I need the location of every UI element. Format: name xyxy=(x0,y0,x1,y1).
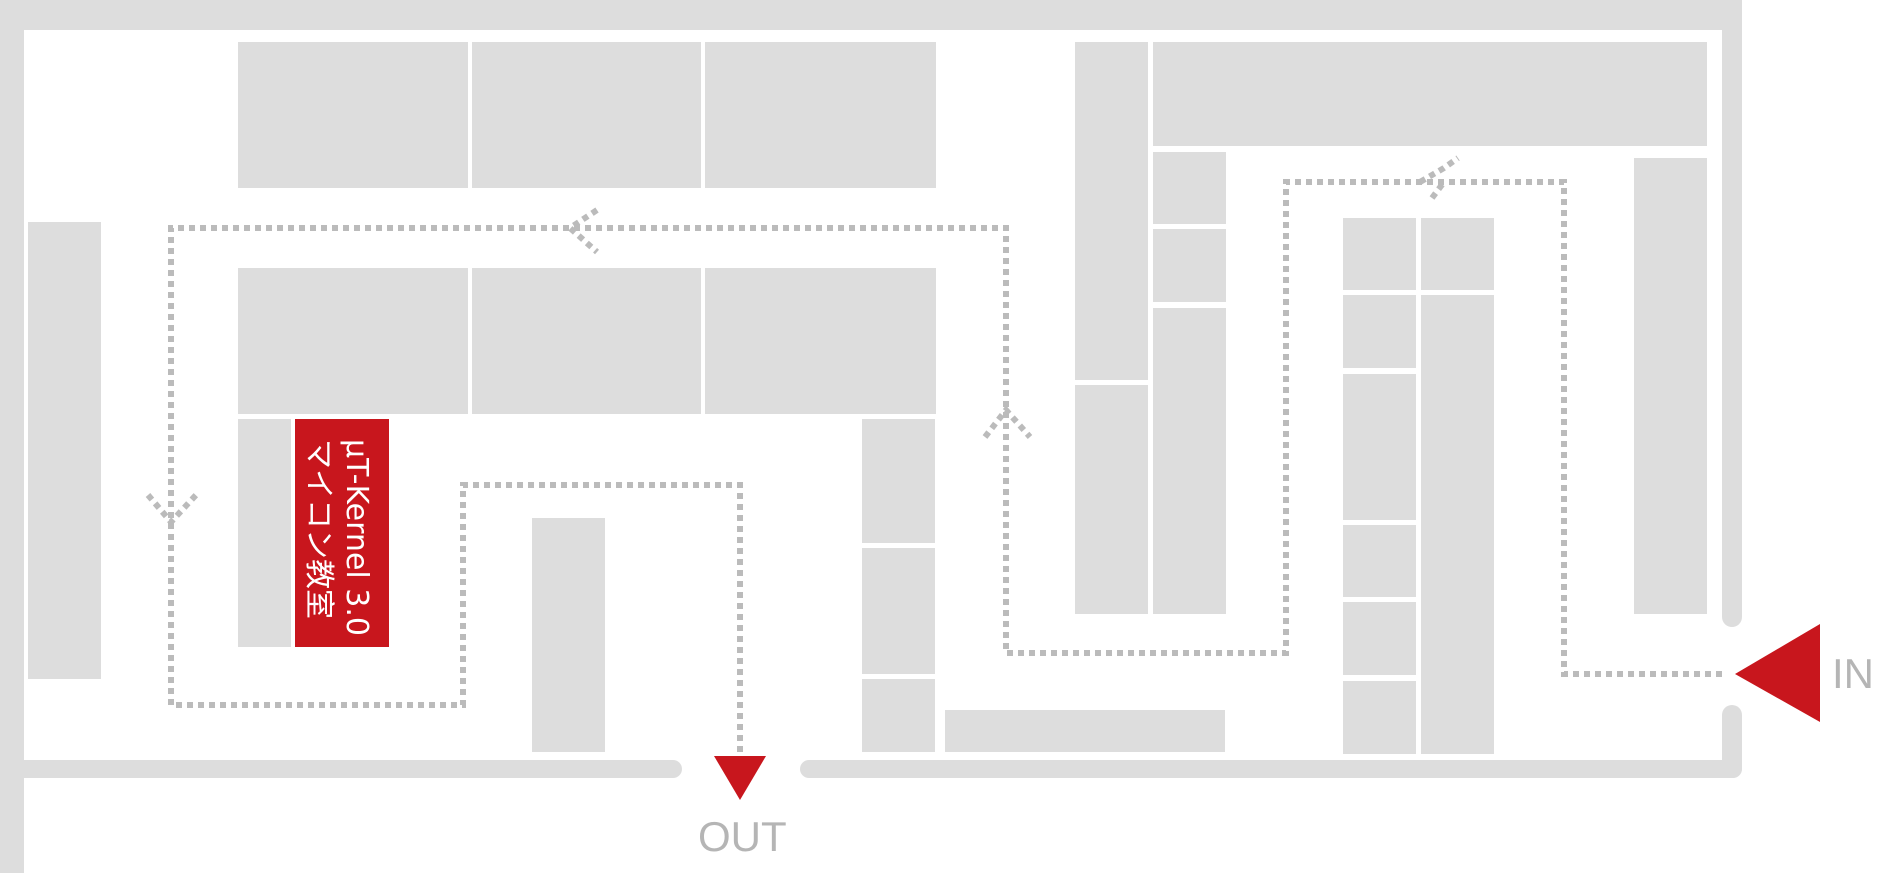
walls xyxy=(0,0,1742,873)
booth xyxy=(1153,152,1226,224)
booth xyxy=(472,268,701,414)
booth xyxy=(532,518,605,752)
wall-right-lower xyxy=(1722,705,1742,778)
wall-right-upper xyxy=(1722,0,1742,627)
booth xyxy=(945,710,1225,752)
booth xyxy=(1153,229,1226,302)
highlight-booth[interactable]: μT-Kernel 3.0 マイコン教室 xyxy=(295,419,389,647)
entrance-marker: IN xyxy=(1735,624,1874,722)
route-segment xyxy=(168,179,1722,760)
route-arrow-left-icon xyxy=(565,207,599,255)
route-arrow-up-icon xyxy=(982,405,1033,439)
entrance-label: IN xyxy=(1832,650,1874,697)
booth xyxy=(1075,385,1148,614)
exit-label: OUT xyxy=(698,813,787,860)
booth xyxy=(28,222,101,679)
booth xyxy=(862,419,935,543)
highlight-booth-line1: μT-Kernel 3.0 xyxy=(339,439,374,636)
booth xyxy=(1153,308,1226,614)
booth xyxy=(1634,158,1707,614)
booth xyxy=(862,679,935,752)
visitor-route xyxy=(145,155,1722,760)
booth xyxy=(472,42,701,188)
booth xyxy=(238,268,468,414)
booth xyxy=(1343,374,1416,520)
wall-left xyxy=(0,0,24,873)
booths xyxy=(28,42,1707,754)
booth xyxy=(1075,42,1148,380)
wall-bottom-right xyxy=(800,760,1742,778)
booth xyxy=(705,268,936,414)
highlight-booth-bg xyxy=(295,419,389,647)
exit-arrow-icon xyxy=(714,756,766,800)
booth xyxy=(238,42,468,188)
route-arrow-up-icon xyxy=(1418,155,1460,200)
booth xyxy=(238,419,291,647)
booth xyxy=(1343,681,1416,754)
booth xyxy=(1343,218,1416,290)
highlight-booth-line2: マイコン教室 xyxy=(301,439,336,619)
booth xyxy=(1343,525,1416,597)
booth xyxy=(1343,295,1416,368)
wall-bottom-left xyxy=(0,760,682,778)
booth xyxy=(1153,42,1707,146)
exit-marker: OUT xyxy=(698,756,787,860)
wall-top xyxy=(0,0,1742,30)
route-arrow-down-icon xyxy=(145,492,199,527)
booth xyxy=(1421,295,1494,754)
booth xyxy=(705,42,936,188)
booth xyxy=(862,548,935,674)
booth xyxy=(1343,602,1416,675)
entrance-arrow-icon xyxy=(1735,624,1820,722)
booth xyxy=(1421,218,1494,290)
